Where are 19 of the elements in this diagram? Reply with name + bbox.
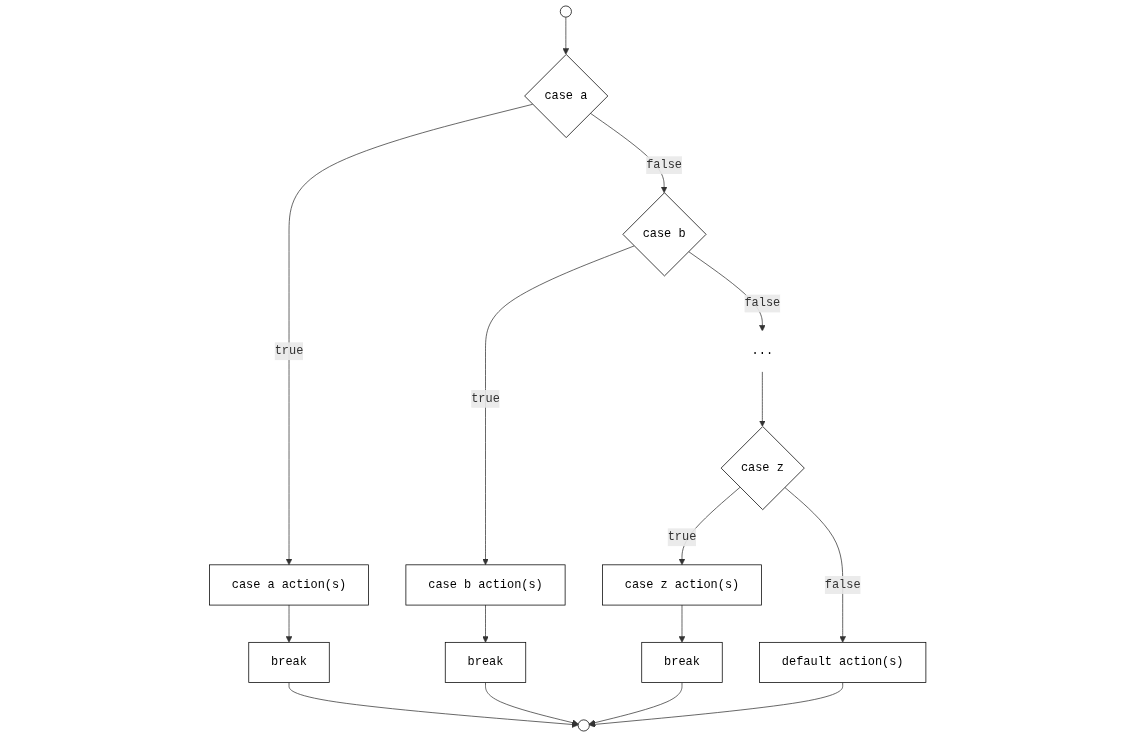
node-circle	[577, 719, 590, 732]
node-box: break	[248, 641, 330, 683]
node-diamond: case b	[622, 192, 707, 277]
edge-label: true	[667, 530, 697, 544]
edge-label: true	[471, 392, 500, 406]
node-diamond: case z	[720, 426, 805, 511]
node-box: break	[641, 641, 723, 683]
node-box: case a action(s)	[208, 564, 369, 606]
edge-label: false	[646, 158, 682, 172]
node-box: case b action(s)	[405, 564, 566, 606]
node-box: default action(s)	[758, 641, 927, 683]
node-text: ...	[751, 344, 773, 358]
node-box: break	[444, 641, 526, 683]
edge-label: true	[274, 344, 304, 358]
edge-label: false	[744, 296, 781, 311]
node-diamond: case a	[524, 54, 609, 138]
node-box: case z action(s)	[601, 564, 762, 606]
edge-label: false	[824, 578, 861, 592]
node-circle	[559, 5, 572, 18]
